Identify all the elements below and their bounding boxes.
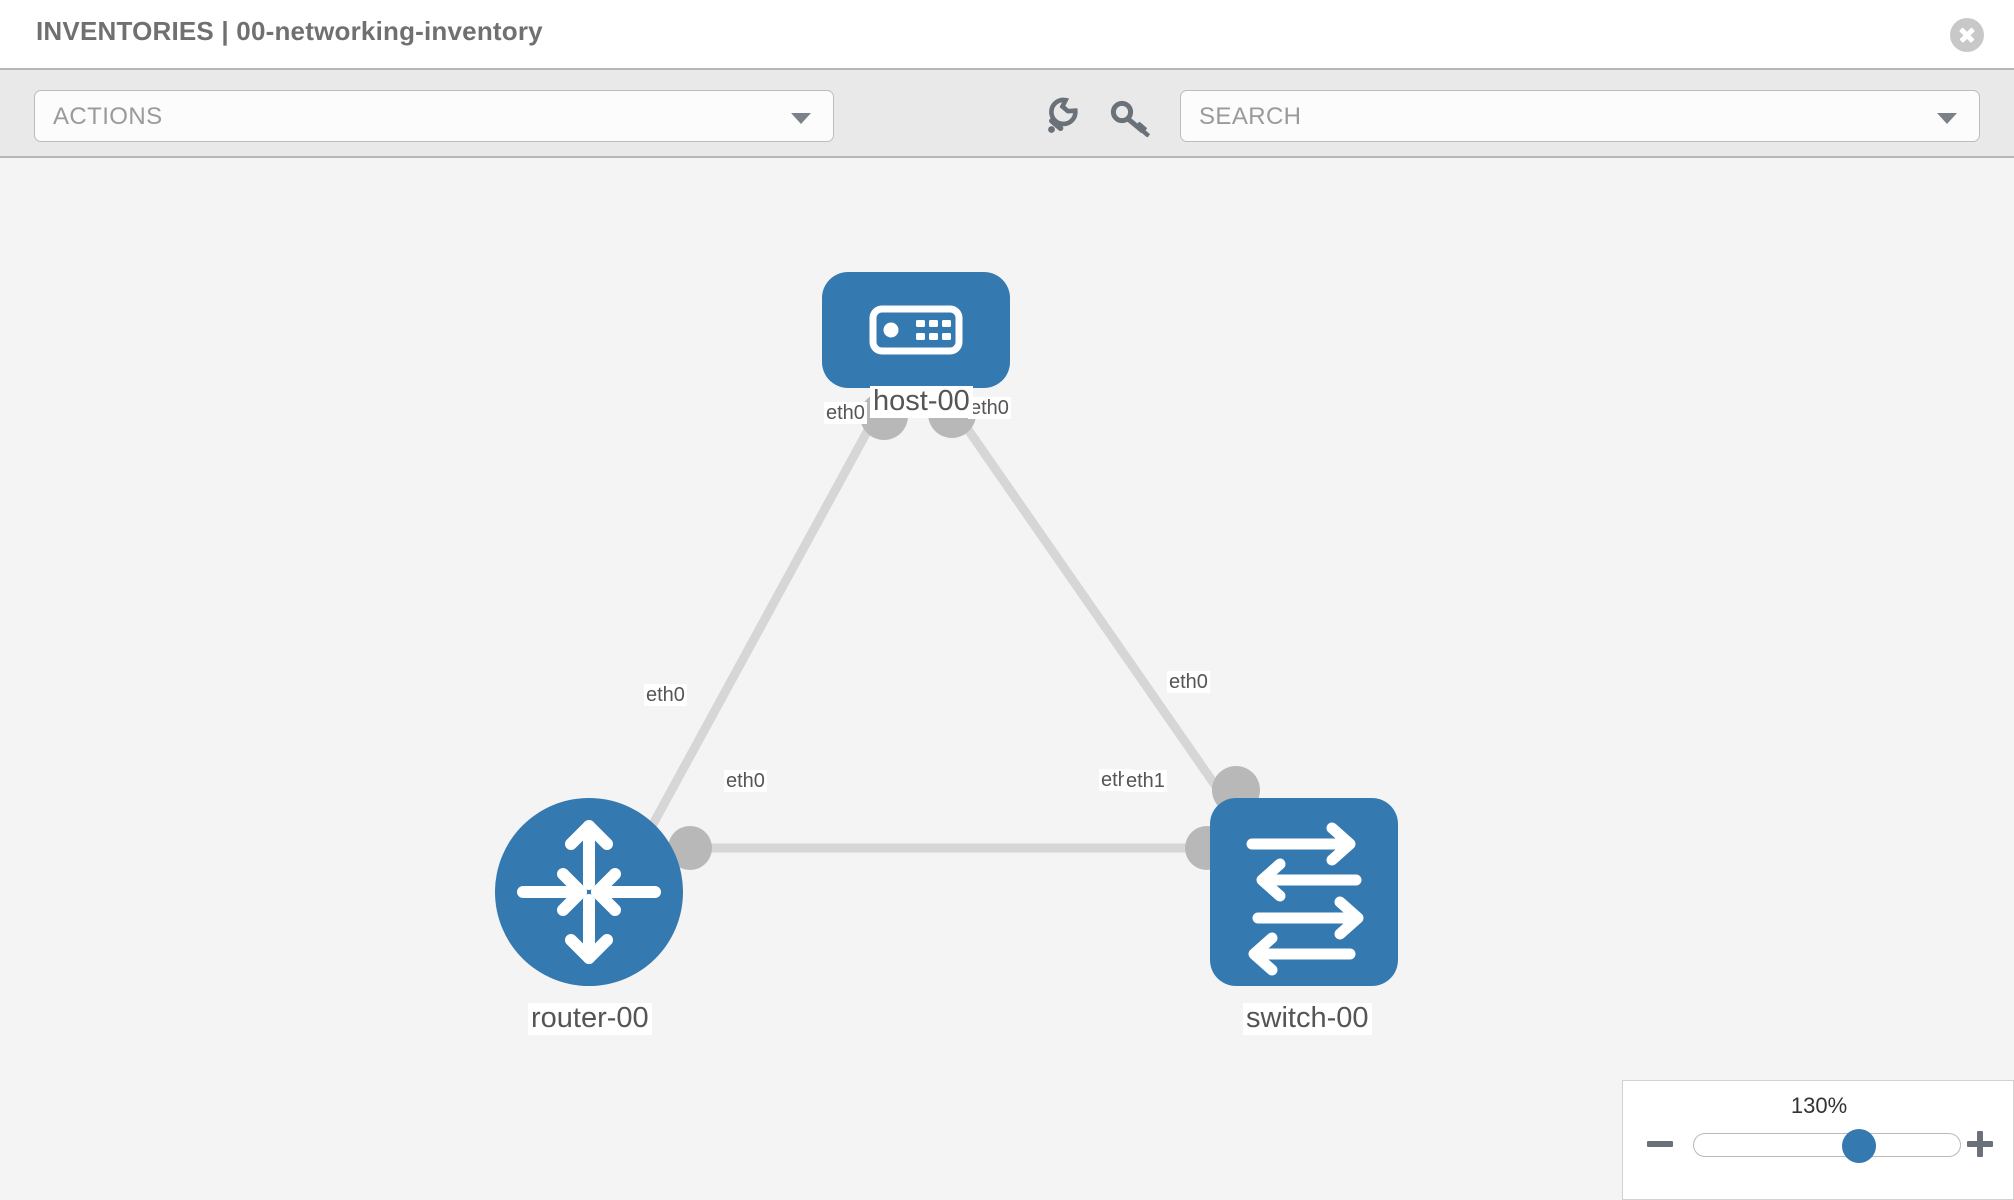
- zoom-slider[interactable]: [1693, 1129, 1961, 1163]
- iface-label: eth0: [824, 402, 867, 424]
- iface-label: eth: [1099, 769, 1131, 791]
- chevron-down-icon: [791, 113, 811, 124]
- close-icon[interactable]: [1950, 18, 1984, 52]
- window-header: INVENTORIES | 00-networking-inventory: [0, 0, 2014, 68]
- actions-dropdown-label: ACTIONS: [53, 103, 163, 130]
- plus-icon[interactable]: [1965, 1129, 1995, 1159]
- router-arrows-icon: [517, 820, 661, 964]
- minus-icon[interactable]: [1645, 1129, 1675, 1159]
- search-input[interactable]: SEARCH: [1180, 90, 1980, 142]
- zoom-slider-thumb[interactable]: [1841, 1129, 1876, 1163]
- chevron-down-icon[interactable]: [1937, 113, 1957, 124]
- wrench-icon[interactable]: [1040, 96, 1084, 140]
- key-icon[interactable]: [1108, 96, 1152, 140]
- server-icon: [869, 305, 963, 355]
- node-label-switch: switch-00: [1243, 1002, 1372, 1035]
- switch-arrows-icon: [1246, 822, 1364, 976]
- socket-router-right[interactable]: [668, 826, 712, 870]
- iface-label: eth0: [724, 770, 767, 792]
- node-switch-00[interactable]: [1210, 798, 1398, 986]
- zoom-percent-label: 130%: [1790, 1093, 1848, 1118]
- link-host-switch: [949, 405, 1242, 821]
- page-title: INVENTORIES | 00-networking-inventory: [36, 16, 543, 46]
- search-placeholder: SEARCH: [1199, 103, 1302, 130]
- topology-graph: [495, 272, 1398, 986]
- node-label-host: host-00: [870, 385, 973, 418]
- node-label-router: router-00: [528, 1002, 652, 1035]
- iface-label: eth0: [1167, 671, 1210, 693]
- link-host-router: [636, 405, 884, 851]
- iface-label: eth0: [644, 684, 687, 706]
- topology-canvas[interactable]: eth0 eth0 eth0 eth0 eth0 eth eth1 host-0…: [0, 158, 2014, 1200]
- iface-label: eth1: [1124, 770, 1167, 792]
- zoom-control-panel: 130%: [1622, 1080, 2014, 1200]
- node-router-00[interactable]: [495, 798, 683, 986]
- actions-dropdown[interactable]: ACTIONS: [34, 90, 834, 142]
- toolbar: ACTIONS SEARCH: [0, 68, 2014, 158]
- node-host-00[interactable]: [822, 272, 1010, 388]
- iface-label: eth0: [968, 397, 1011, 419]
